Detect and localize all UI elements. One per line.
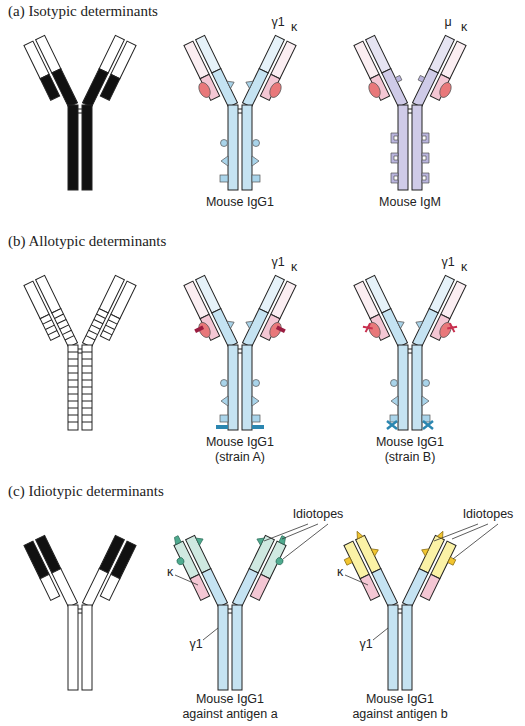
antibody-caption: Mouse IgM xyxy=(358,195,462,210)
isotype-schematic xyxy=(24,35,136,190)
chain-label: γ1 xyxy=(359,637,372,652)
idiotype-schematic xyxy=(24,535,136,690)
chain-label: κ xyxy=(167,565,173,580)
igg1-anti-b xyxy=(335,526,464,690)
antibody-caption: Mouse IgG1 xyxy=(188,195,292,210)
idiotope-label: Idiotopes xyxy=(463,507,514,522)
igm-antibody xyxy=(354,35,466,190)
idiotope-label: Idiotopes xyxy=(293,507,344,522)
antibody-caption: Mouse IgG1 (strain B) xyxy=(358,435,462,465)
chain-label: κ xyxy=(461,20,467,35)
igg1-anti-a xyxy=(167,526,293,690)
section-heading: (a) Isotypic determinants xyxy=(8,2,158,20)
antibody-caption: Mouse IgG1 against antigen a xyxy=(178,692,282,722)
leader-lines xyxy=(175,524,498,640)
section-heading: (c) Idiotypic determinants xyxy=(8,482,164,500)
chain-label: γ1 xyxy=(441,255,454,270)
chain-label: γ1 xyxy=(271,255,284,270)
igg1-antibody xyxy=(184,35,296,190)
chain-label: κ xyxy=(291,260,297,275)
antibody-caption: Mouse IgG1 against antigen b xyxy=(348,692,452,722)
chain-label: κ xyxy=(461,260,467,275)
allotype-schematic xyxy=(24,275,136,430)
antibody-caption: Mouse IgG1 (strain A) xyxy=(188,435,292,465)
chain-label: μ xyxy=(444,15,451,30)
chain-label: κ xyxy=(291,20,297,35)
chain-label: γ1 xyxy=(189,637,202,652)
igg1-strain-a xyxy=(184,275,296,430)
chain-label: γ1 xyxy=(271,15,284,30)
chain-label: κ xyxy=(337,565,343,580)
section-heading: (b) Allotypic determinants xyxy=(8,232,166,250)
igg1-strain-b xyxy=(354,275,466,430)
